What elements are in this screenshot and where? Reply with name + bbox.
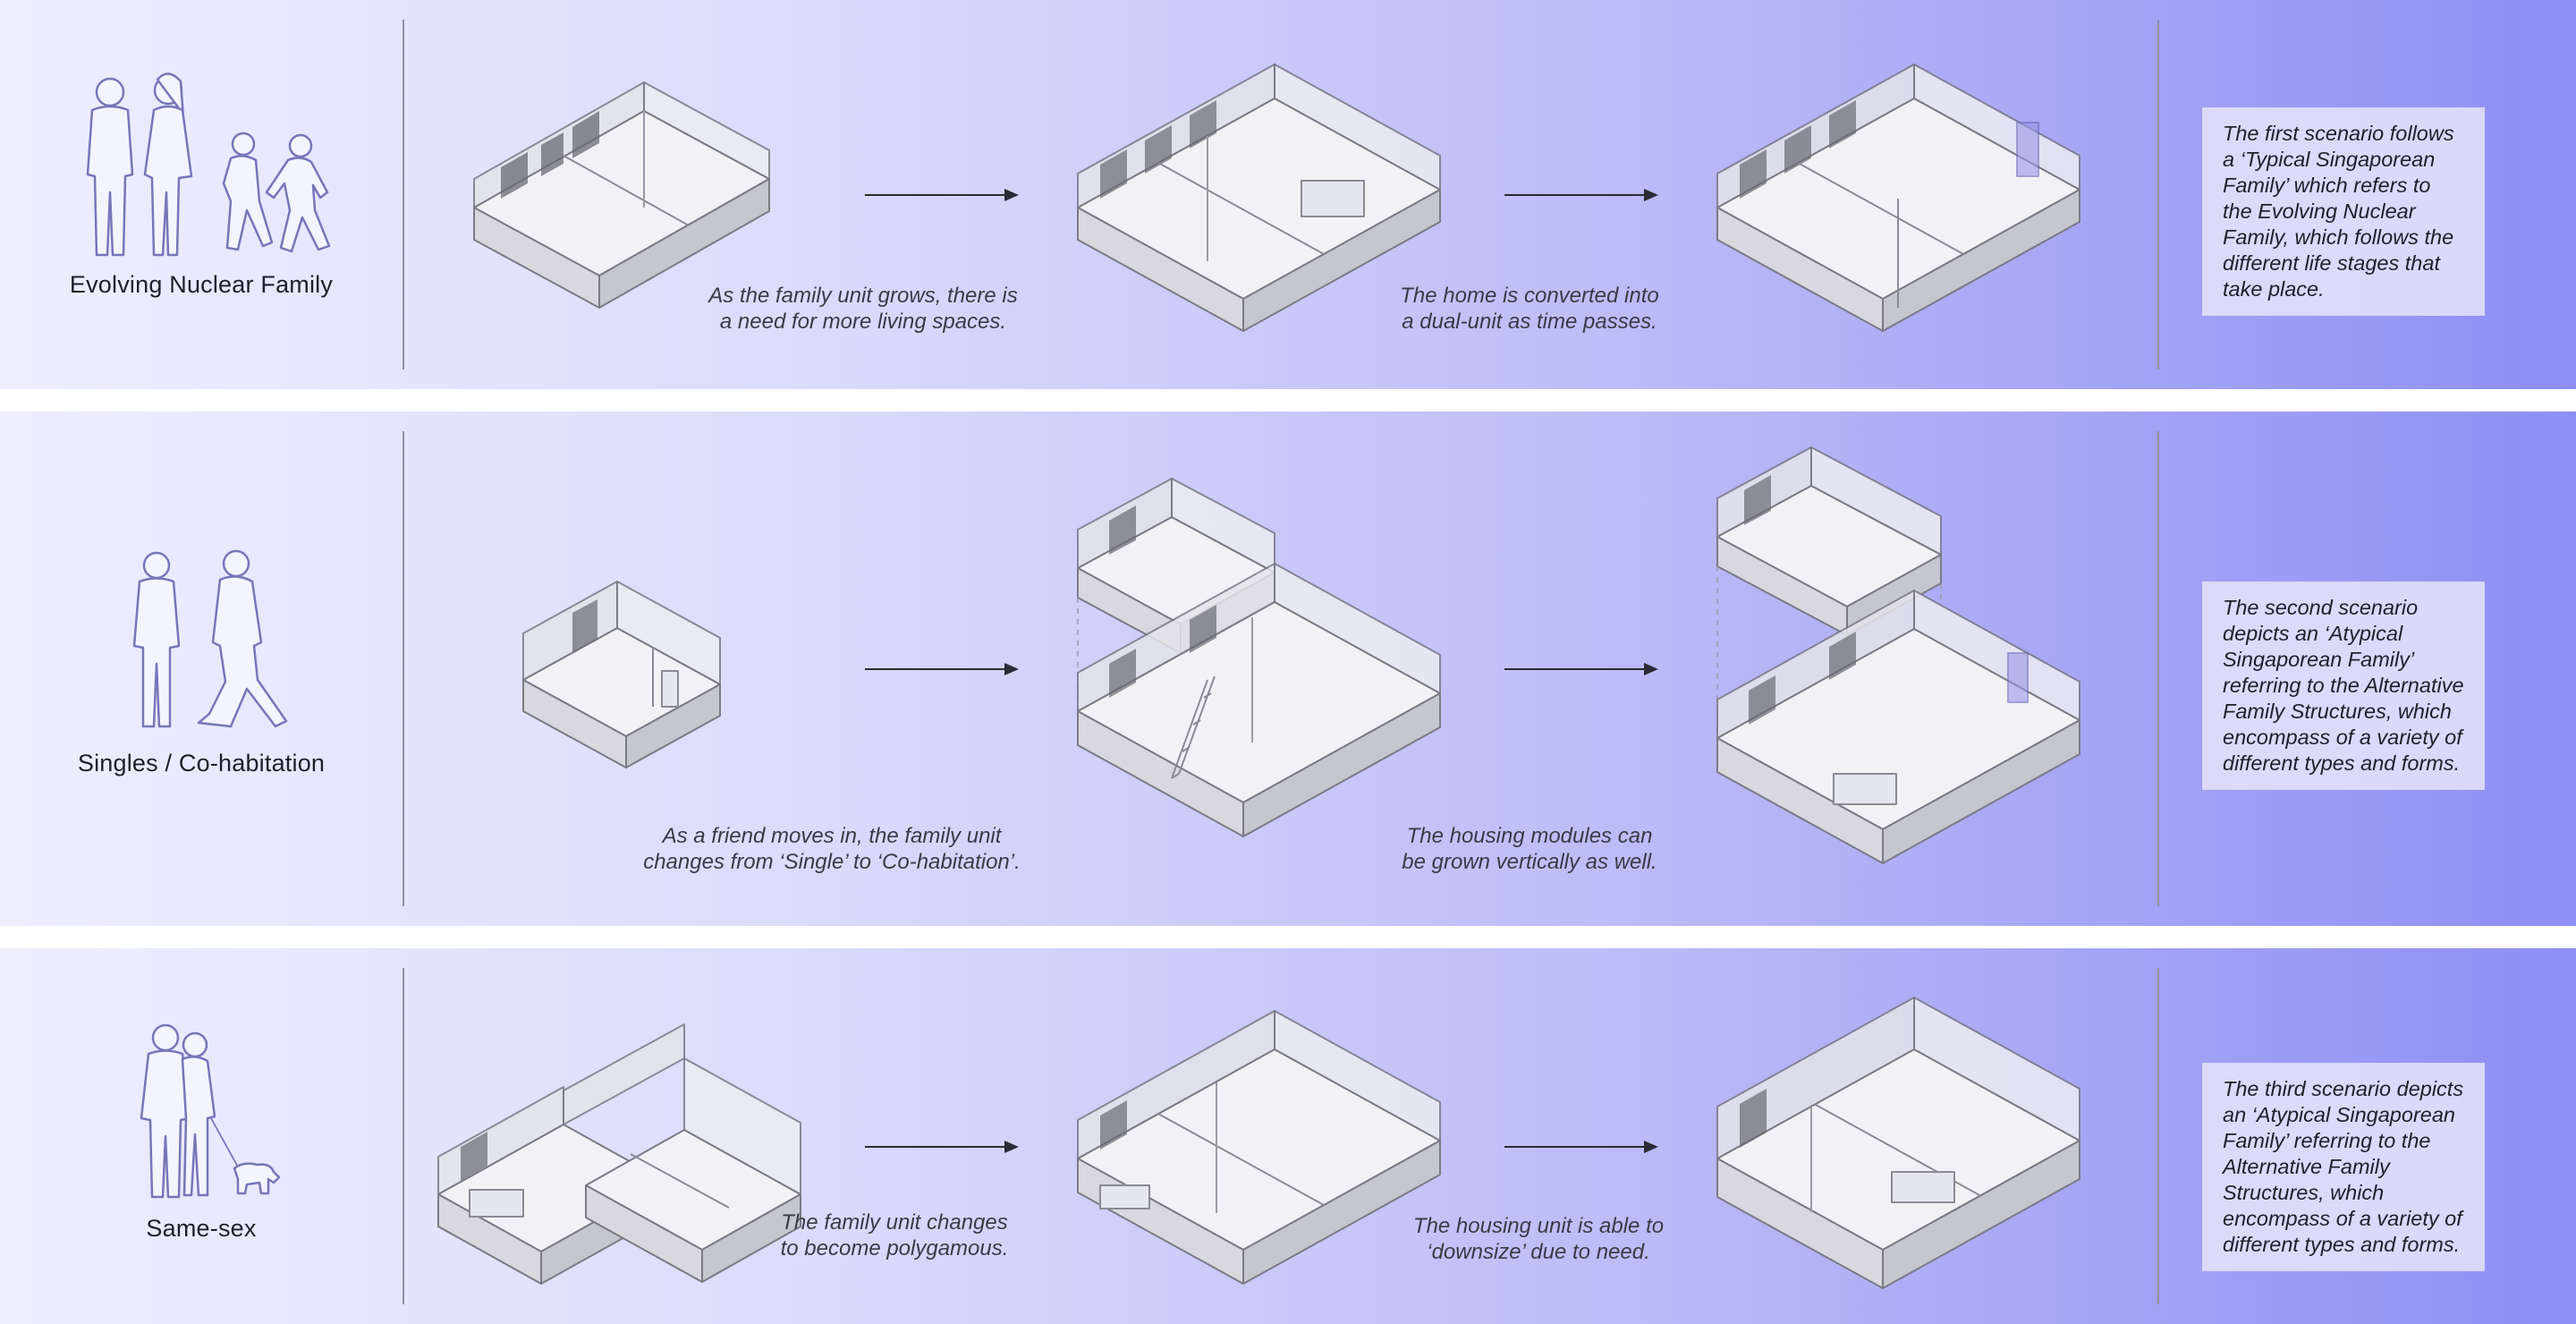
housing-module (473, 81, 770, 309)
caption-1: As the family unit grows, there is a nee… (708, 284, 1018, 334)
family-label: Singles / Co-habitation (77, 750, 326, 777)
family-figures-icon (86, 72, 331, 257)
housing-module (1716, 64, 2080, 332)
caption-2: The housing unit is able to ‘downsize’ d… (1412, 1214, 1665, 1264)
housing-module (522, 581, 721, 768)
caption-1: The family unit changes to become polyga… (780, 1210, 1009, 1260)
scenario-description: The second scenario depicts an ‘Atypical… (2202, 581, 2485, 790)
right-arrow-icon (865, 663, 1019, 675)
couple-with-dog-icon (140, 1023, 281, 1199)
housing-module (1077, 64, 1441, 332)
divider-left (402, 20, 404, 369)
scenario-row-same-sex: Same-sex The family unit changes to beco… (0, 948, 2576, 1324)
right-arrow-icon (1504, 1141, 1658, 1153)
people-silhouette-icon (132, 549, 288, 728)
divider-right (2157, 431, 2159, 906)
divider-left (402, 431, 404, 906)
divider-right (2157, 20, 2159, 369)
family-label: Same-sex (146, 1215, 257, 1242)
scenario-description: The first scenario follows a ‘Typical Si… (2202, 107, 2485, 316)
housing-module (437, 1023, 801, 1285)
caption-2: The housing modules can be grown vertica… (1402, 824, 1657, 874)
scenario-row-evolving-nuclear-family: Evolving Nuclear Family As the family un… (0, 0, 2576, 389)
caption-1: As a friend moves in, the family unit ch… (643, 824, 1021, 874)
divider-left (402, 968, 404, 1304)
family-label: Evolving Nuclear Family (69, 271, 334, 298)
right-arrow-icon (1504, 663, 1658, 675)
right-arrow-icon (865, 1141, 1019, 1153)
caption-2: The home is converted into a dual-unit a… (1400, 284, 1659, 334)
right-arrow-icon (1504, 189, 1658, 201)
housing-module (1716, 997, 2080, 1289)
scenario-row-singles-cohabitation: Singles / Co-habitation As a friend move… (0, 412, 2576, 926)
housing-module (1716, 446, 2080, 864)
scenario-description: The third scenario depicts an ‘Atypical … (2202, 1063, 2485, 1271)
housing-module (1077, 1010, 1441, 1285)
housing-module (1077, 478, 1441, 837)
divider-right (2157, 968, 2159, 1304)
right-arrow-icon (865, 189, 1019, 201)
